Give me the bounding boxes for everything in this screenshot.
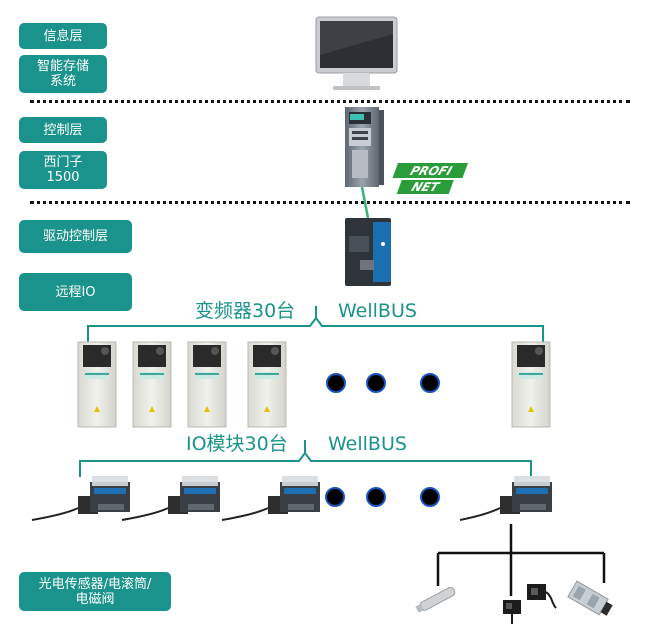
profinet-logo: PROFI NET [392,163,468,194]
io-module-icon [31,476,130,521]
bus2-bracket [79,451,532,477]
io-module-icon [121,476,220,521]
ellipsis-dot [366,373,386,393]
profinet-line2: NET [410,179,443,194]
info-layer-label: 信息层 [43,28,83,44]
plc-line1: 西门子 [43,155,83,170]
remote-io-tag: 远程IO [19,273,132,311]
inverter-icon [247,341,287,428]
remote-io-label: 远程IO [55,284,96,300]
ellipsis-dot [420,373,440,393]
sensors-tag: 光电传感器/电滚筒/ 电磁阀 [19,572,171,611]
bus2-left-label: IO模块30台 [186,433,288,455]
cylindrical-sensor-icon [415,586,456,613]
ellipsis-dot [420,487,440,507]
bus1-right-label: WellBUS [338,300,417,322]
control-layer-tag: 控制层 [19,117,107,143]
plc-icon [345,107,384,187]
drive-layer-tag: 驱动控制层 [19,220,132,253]
io-module-icon [459,476,552,521]
sensors-line1: 光电传感器/电滚筒/ [38,576,152,592]
device-tree [436,524,606,596]
io-module-icon [221,476,320,521]
bus2-right-label: WellBUS [328,433,407,455]
photoelectric-sensor-icon [503,584,557,624]
storage-line2: 系统 [49,74,76,89]
ellipsis-dot [366,487,386,507]
storage-line1: 智能存储 [36,59,89,74]
profinet-line1: PROFI [408,163,455,178]
inverter-icon [77,341,117,428]
divider-control-drive [30,201,630,204]
info-layer-tag: 信息层 [19,23,107,49]
inverter-icon [511,341,551,428]
divider-info-control [30,100,630,103]
plc-tag: 西门子 1500 [19,151,107,189]
inverter-icon [132,341,172,428]
drive-layer-label: 驱动控制层 [42,229,108,244]
profinet-cable [360,186,370,219]
sensors-line2: 电磁阀 [75,591,115,607]
monitor-icon [315,16,398,90]
gateway-icon [345,218,391,286]
inverter-icon [187,341,227,428]
storage-system-tag: 智能存储 系统 [19,55,107,93]
plc-line2: 1500 [46,170,80,185]
bus1-left-label: 变频器30台 [195,300,296,322]
bus1-bracket [87,316,544,345]
ellipsis-dot [326,373,346,393]
control-layer-label: 控制层 [43,122,83,138]
solenoid-valve-icon [567,580,613,616]
ellipsis-dot [325,487,345,507]
